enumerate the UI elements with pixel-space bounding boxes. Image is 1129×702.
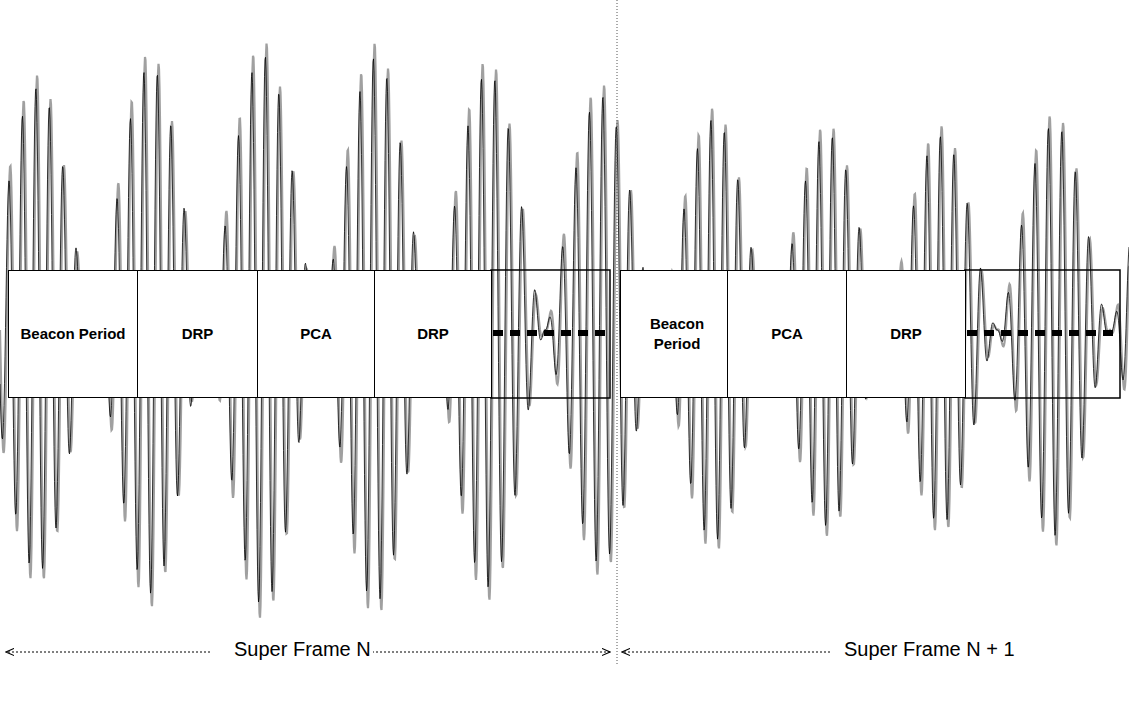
open-slot-box: [491, 270, 610, 398]
open-slot-box: [965, 270, 1120, 398]
frame-span-label: Super Frame N: [232, 638, 373, 661]
slot-label: Beacon Period: [14, 324, 131, 344]
frame-divider: [617, 0, 618, 665]
continuation-dashes: [493, 330, 610, 336]
slot-box: PCA: [257, 270, 375, 398]
slot-label: Beacon Period: [621, 314, 733, 355]
slot-label: DRP: [884, 324, 928, 344]
span-arrow: [622, 652, 830, 653]
slot-box: DRP: [137, 270, 258, 398]
continuation-dashes: [967, 330, 1120, 336]
slot-box: Beacon Period: [8, 270, 138, 398]
slot-label: DRP: [411, 324, 455, 344]
frame-span-label: Super Frame N + 1: [842, 638, 1017, 661]
slot-label: DRP: [176, 324, 220, 344]
slot-box: DRP: [846, 270, 966, 398]
slot-box: DRP: [374, 270, 492, 398]
grey-waveform: [0, 44, 1129, 618]
slot-label: PCA: [294, 324, 338, 344]
span-arrow: [372, 652, 610, 653]
black-waveform: [0, 57, 1129, 602]
span-arrow: [6, 652, 210, 653]
slot-label: PCA: [765, 324, 809, 344]
slot-box: Beacon Period: [620, 270, 734, 398]
slot-box: PCA: [727, 270, 847, 398]
